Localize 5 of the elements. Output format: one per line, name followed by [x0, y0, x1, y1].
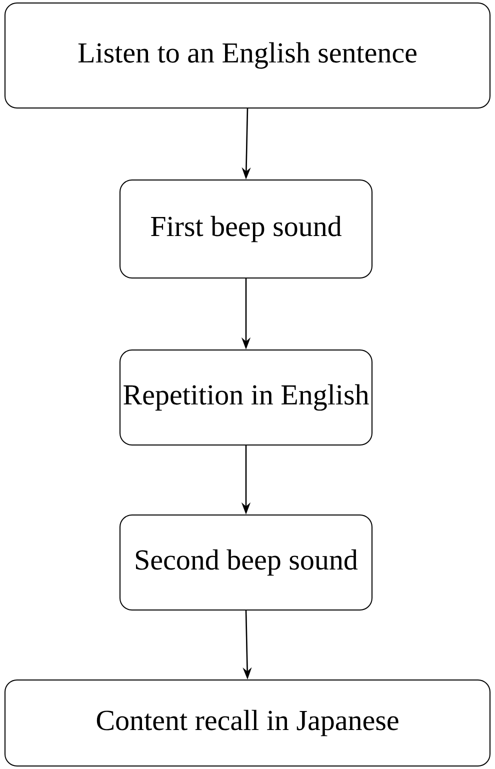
- process-box: Content recall in Japanese: [4, 680, 490, 766]
- process-box: Second beep sound: [120, 514, 372, 610]
- process-box: First beep sound: [120, 180, 372, 278]
- process-box: Repetition in English: [120, 350, 372, 446]
- process-box: Listen to an English sentence: [4, 2, 490, 108]
